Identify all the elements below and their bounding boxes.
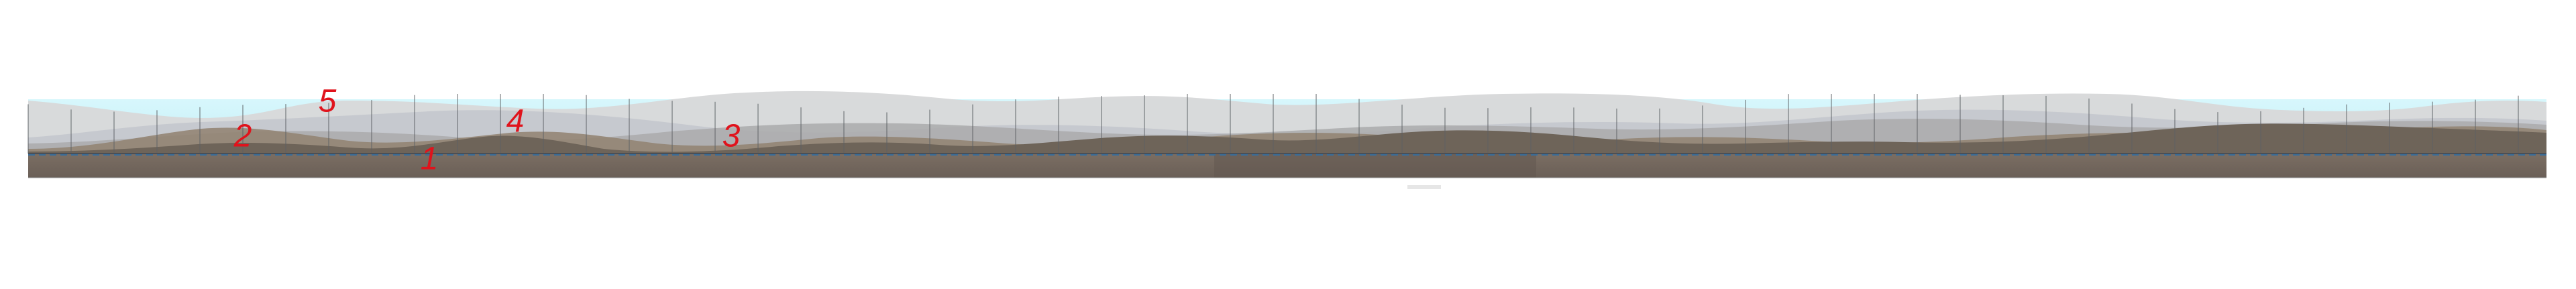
glass-mullions xyxy=(28,94,2519,154)
ground-shadow-block xyxy=(1214,154,1536,178)
layer-label-5: 5 xyxy=(319,84,337,119)
layer-label-4: 4 xyxy=(506,104,525,139)
scale-mark xyxy=(1407,185,1441,189)
layer-label-3: 3 xyxy=(722,119,741,154)
layer-label-2: 2 xyxy=(233,119,252,154)
layer-label-1: 1 xyxy=(421,141,439,177)
